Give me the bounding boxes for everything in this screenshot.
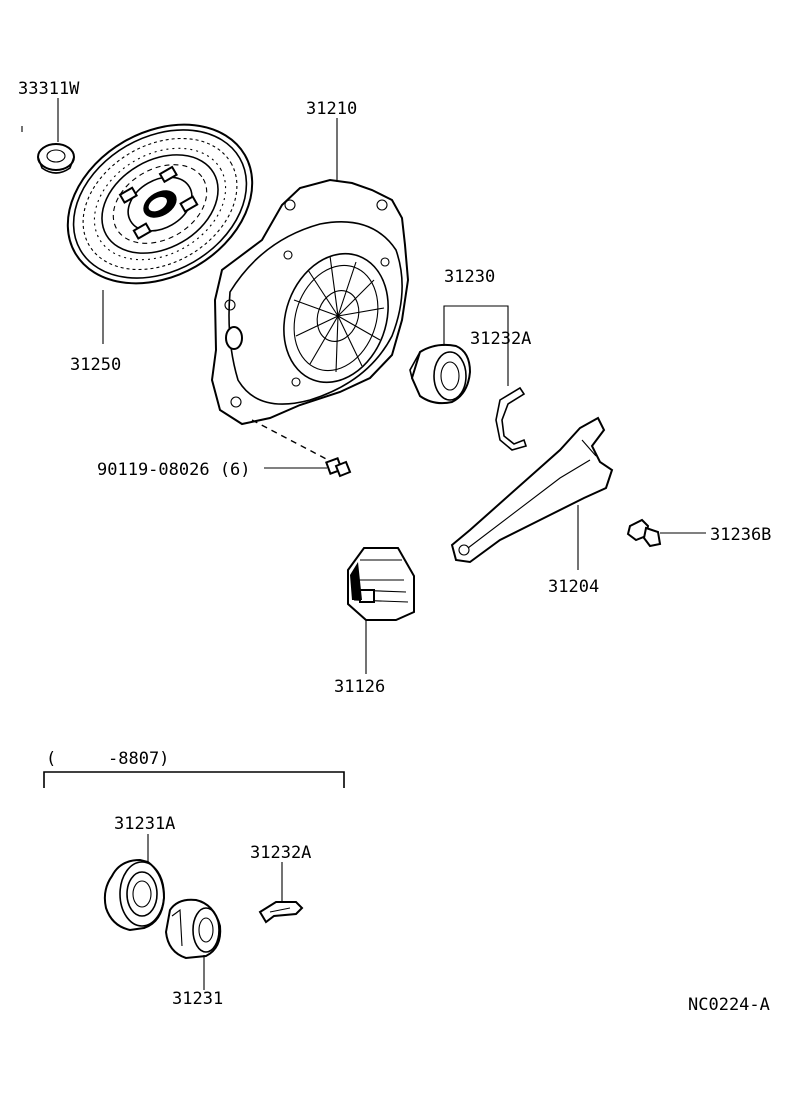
part-label-31231a: 31231A bbox=[114, 814, 175, 834]
diagram-code: NC0224-A bbox=[688, 995, 770, 1015]
release-bearing-part bbox=[409, 343, 472, 405]
pressure-plate-part bbox=[210, 178, 410, 426]
date-range-open-paren: ( bbox=[46, 749, 56, 769]
leader-31230 bbox=[443, 305, 509, 386]
date-range-until: -8807) bbox=[108, 749, 169, 769]
clutch-disc-part bbox=[66, 123, 254, 285]
pivot-stud-part bbox=[626, 518, 662, 548]
date-range-bracket bbox=[43, 771, 345, 788]
clip-part-top bbox=[495, 386, 528, 451]
release-fork-part bbox=[450, 416, 614, 564]
part-label-31232a-bottom: 31232A bbox=[250, 843, 311, 863]
leader-bolt-dashed bbox=[251, 419, 333, 463]
part-label-31126: 31126 bbox=[334, 677, 385, 697]
part-label-31210: 31210 bbox=[306, 99, 357, 119]
release-hub-part bbox=[164, 898, 222, 960]
part-label-31250: 31250 bbox=[70, 355, 121, 375]
part-label-33311w: 33311W bbox=[18, 79, 80, 99]
pilot-bearing-part bbox=[37, 143, 75, 174]
part-label-31231: 31231 bbox=[172, 989, 223, 1009]
part-label-31232a-top: 31232A bbox=[470, 329, 531, 349]
part-label-31204: 31204 bbox=[548, 577, 599, 597]
bolt-part bbox=[325, 457, 352, 478]
part-label-31236b: 31236B bbox=[710, 525, 771, 545]
part-label-90119: 90119-08026 (6) bbox=[97, 460, 251, 480]
part-label-31230: 31230 bbox=[444, 267, 495, 287]
bearing-31231a-part bbox=[103, 858, 166, 932]
boot-part bbox=[347, 547, 415, 621]
clip-part-bottom bbox=[258, 901, 304, 924]
